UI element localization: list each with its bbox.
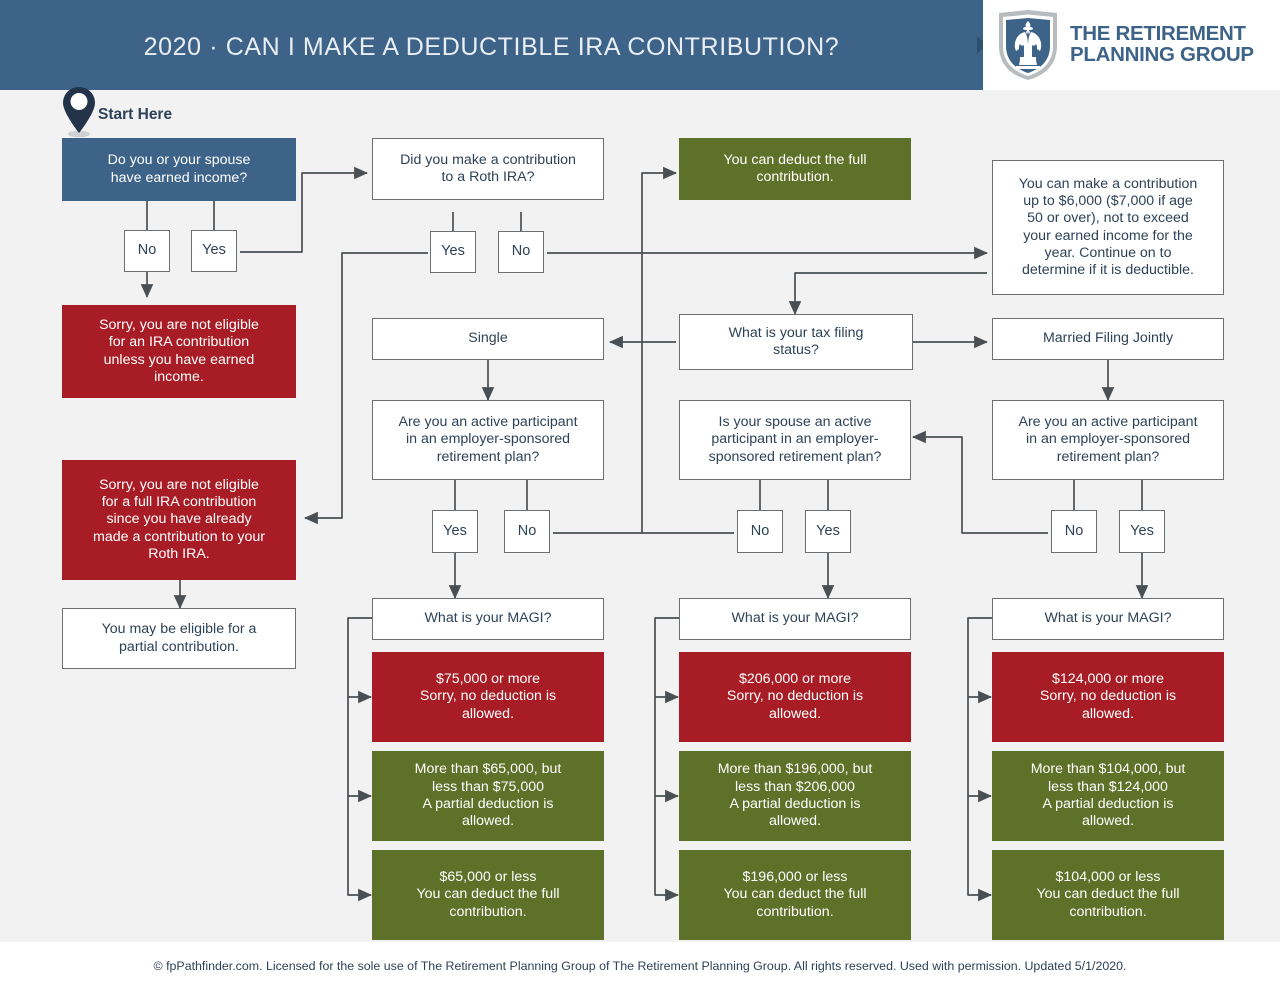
result-mfj-full-deduction[interactable]: $104,000 or less You can deduct the full… [992, 850, 1224, 940]
question-magi-mfj[interactable]: What is your MAGI? [992, 598, 1224, 640]
answer-active-single-no[interactable]: No [504, 510, 550, 553]
node-filing-status-single[interactable]: Single [372, 318, 604, 360]
answer-active-spouse-yes[interactable]: Yes [805, 510, 851, 553]
footer-copyright: © fpPathfinder.com. Licensed for the sol… [153, 958, 1127, 973]
question-active-participant-mfj[interactable]: Are you an active participant in an empl… [992, 400, 1224, 480]
question-active-participant-single[interactable]: Are you an active participant in an empl… [372, 400, 604, 480]
result-mfj-partial-deduction[interactable]: More than $104,000, but less than $124,0… [992, 751, 1224, 841]
result-deduct-full-contribution[interactable]: You can deduct the full contribution. [679, 138, 911, 200]
question-magi-single[interactable]: What is your MAGI? [372, 598, 604, 640]
answer-active-single-yes[interactable]: Yes [432, 510, 478, 553]
question-magi-spouse[interactable]: What is your MAGI? [679, 598, 911, 640]
answer-active-mfj-no[interactable]: No [1051, 510, 1097, 553]
flowchart-canvas: Start Here Do you or your spouse have ea… [0, 87, 1280, 942]
result-spouse-full-deduction[interactable]: $196,000 or less You can deduct the full… [679, 850, 911, 940]
question-tax-filing-status[interactable]: What is your tax filing status? [679, 314, 913, 370]
answer-earned-income-yes[interactable]: Yes [191, 230, 237, 272]
result-single-partial-deduction[interactable]: More than $65,000, but less than $75,000… [372, 751, 604, 841]
shield-knights-logo-icon [999, 10, 1057, 80]
start-pin-icon [63, 87, 95, 138]
info-contribution-limit[interactable]: You can make a contribution up to $6,000… [992, 160, 1224, 295]
answer-earned-income-no[interactable]: No [124, 230, 170, 272]
answer-roth-yes[interactable]: Yes [430, 231, 476, 273]
page-footer: © fpPathfinder.com. Licensed for the sol… [0, 942, 1280, 989]
start-here-label: Start Here [98, 106, 173, 123]
brand-name: THE RETIREMENT PLANNING GROUP [1070, 22, 1254, 66]
answer-roth-no[interactable]: No [498, 231, 544, 273]
question-earned-income[interactable]: Do you or your spouse have earned income… [62, 138, 296, 201]
question-active-participant-spouse[interactable]: Is your spouse an active participant in … [679, 400, 911, 480]
header-notch [977, 36, 987, 54]
result-spouse-partial-deduction[interactable]: More than $196,000, but less than $206,0… [679, 751, 911, 841]
question-roth-contribution[interactable]: Did you make a contribution to a Roth IR… [372, 138, 604, 200]
page-title: 2020 · CAN I MAKE A DEDUCTIBLE IRA CONTR… [143, 32, 840, 61]
result-not-eligible-full-roth[interactable]: Sorry, you are not eligible for a full I… [62, 460, 296, 580]
result-single-full-deduction[interactable]: $65,000 or less You can deduct the full … [372, 850, 604, 940]
brand-area: THE RETIREMENT PLANNING GROUP [983, 0, 1280, 90]
result-mfj-no-deduction[interactable]: $124,000 or more Sorry, no deduction is … [992, 652, 1224, 742]
page-header: 2020 · CAN I MAKE A DEDUCTIBLE IRA CONTR… [0, 0, 983, 90]
brand-line-1: THE RETIREMENT [1070, 22, 1246, 46]
answer-active-spouse-no[interactable]: No [737, 510, 783, 553]
brand-line-2: PLANNING GROUP [1070, 43, 1254, 66]
result-may-be-eligible-partial[interactable]: You may be eligible for a partial contri… [62, 608, 296, 669]
result-single-no-deduction[interactable]: $75,000 or more Sorry, no deduction is a… [372, 652, 604, 742]
result-not-eligible-ira[interactable]: Sorry, you are not eligible for an IRA c… [62, 305, 296, 398]
answer-active-mfj-yes[interactable]: Yes [1119, 510, 1165, 553]
node-filing-status-mfj[interactable]: Married Filing Jointly [992, 318, 1224, 360]
result-spouse-no-deduction[interactable]: $206,000 or more Sorry, no deduction is … [679, 652, 911, 742]
